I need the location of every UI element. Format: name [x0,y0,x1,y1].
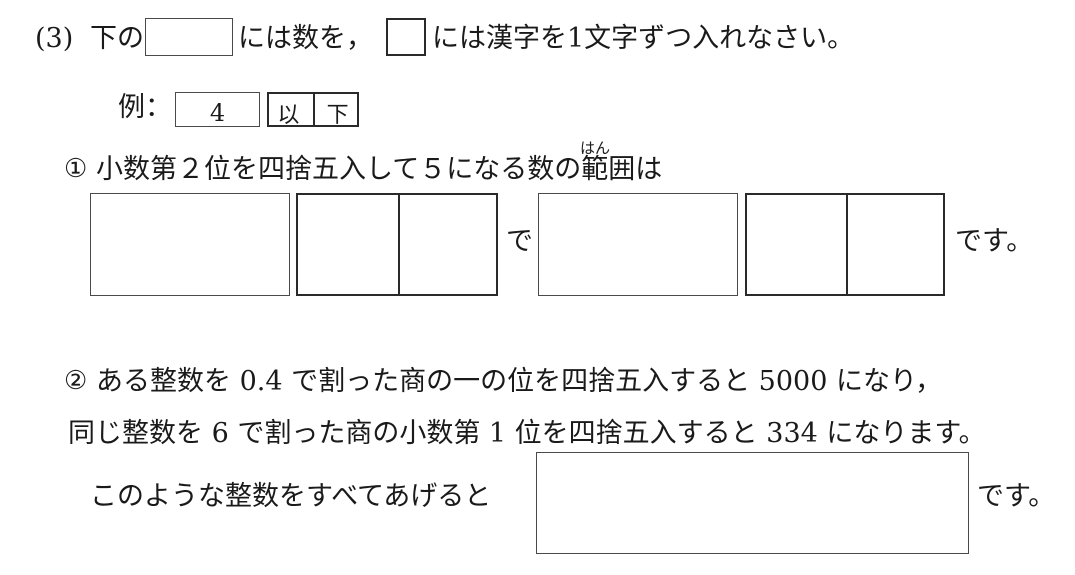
q1-lower-number-box[interactable] [90,193,290,296]
instruction-part-2: には数を， [238,23,373,54]
number-box-legend [145,18,233,56]
q2-line-3: このような整数をすべてあげると [90,481,492,512]
q2-line-1: ある整数を 0.4 で割った商の一の位を四捨五入すると 5000 になり， [96,366,943,397]
question-number: (3) [35,23,74,54]
example-kanji-2: 下 [326,103,349,128]
instruction-part-1: 下の [90,23,144,54]
q1-lower-kanji-box[interactable] [296,193,498,296]
q2-line-2: 同じ整数を 6 で割った商の小数第 1 位を四捨五入すると 334 になります。 [68,418,986,449]
example-label: 例： [118,92,172,123]
example-number-box: 4 [175,92,260,127]
q1-marker: ① [64,154,88,184]
q2-ending: です。 [977,481,1056,512]
kanji-box-legend [386,18,426,56]
q1-joiner: で [506,226,533,257]
q2-marker: ② [64,366,88,396]
q1-upper-number-box[interactable] [538,193,738,296]
example-number: 4 [209,99,226,127]
q1-ending: です。 [955,226,1034,257]
q1-text: 小数第２位を四捨五入して５になる数の範囲は [96,154,663,185]
q1-upper-kanji-box[interactable] [745,193,945,296]
furigana-han: はん [580,139,611,157]
q2-answer-box[interactable] [536,452,969,554]
instruction-part-3: には漢字を1文字ずつ入れなさい。 [432,23,855,54]
example-kanji-box: 以 下 [267,92,359,128]
example-kanji-1: 以 [277,103,300,128]
